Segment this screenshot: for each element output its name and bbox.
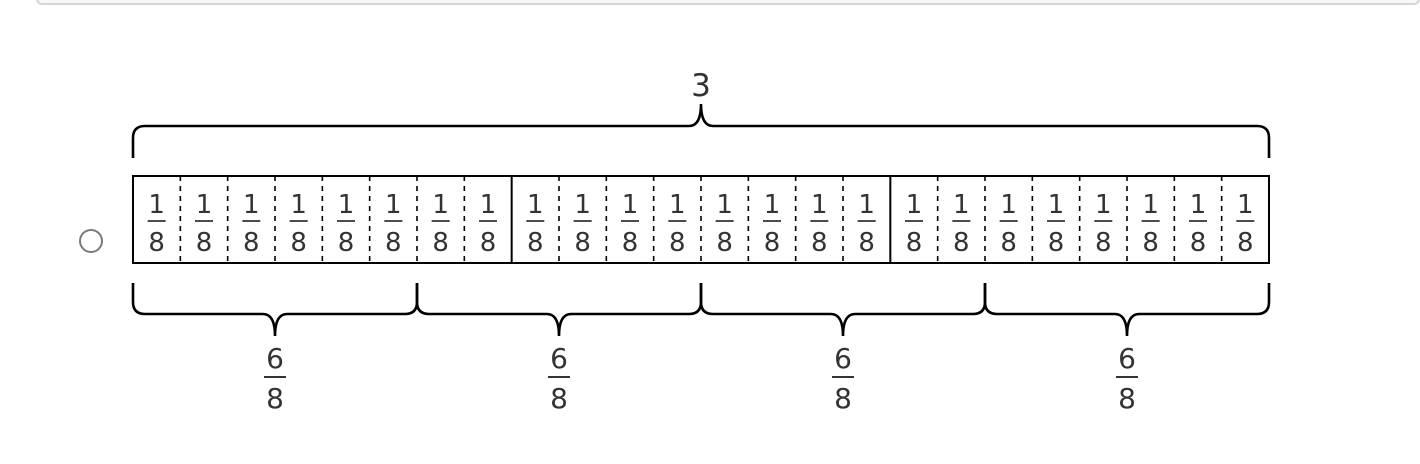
cell-numerator: 1 — [953, 190, 970, 220]
cell-denominator: 8 — [716, 228, 733, 258]
cell-fraction: 18 — [621, 190, 639, 258]
cell-numerator: 1 — [906, 190, 923, 220]
cell-fraction: 18 — [857, 190, 876, 258]
total-label: 3 — [691, 68, 711, 104]
cell-numerator: 1 — [669, 190, 686, 220]
cell-fraction: 18 — [1189, 190, 1207, 258]
group-brace-path — [983, 283, 1271, 337]
cell-numerator: 1 — [527, 190, 544, 220]
group-denominator: 8 — [1118, 382, 1136, 415]
cell-denominator: 8 — [338, 228, 355, 258]
cell-denominator: 8 — [432, 228, 449, 258]
tape-strip: 1818181818181818181818181818181818181818… — [132, 175, 1270, 264]
cell-fraction: 18 — [1236, 190, 1255, 258]
answer-option-radio[interactable] — [79, 229, 103, 253]
cell-denominator: 8 — [811, 228, 828, 258]
cell-fraction: 18 — [289, 190, 308, 258]
group-brace: 68 — [415, 283, 703, 415]
cell-fraction: 18 — [337, 190, 355, 258]
cell-fraction: 18 — [1047, 190, 1065, 258]
cell-denominator: 8 — [1190, 228, 1207, 258]
group-numerator: 6 — [550, 342, 568, 375]
cell-numerator: 1 — [480, 190, 497, 220]
cell-numerator: 1 — [1142, 190, 1159, 220]
cell-fraction: 18 — [763, 190, 781, 258]
group-denominator: 8 — [834, 382, 852, 415]
cell-numerator: 1 — [148, 190, 165, 220]
cell-numerator: 1 — [1237, 190, 1254, 220]
cell-denominator: 8 — [1237, 228, 1254, 258]
top-brace — [131, 103, 1271, 158]
cell-numerator: 1 — [1190, 190, 1207, 220]
cell-numerator: 1 — [432, 190, 449, 220]
cell-denominator: 8 — [764, 228, 781, 258]
group-numerator: 6 — [266, 342, 284, 375]
cell-denominator: 8 — [527, 228, 544, 258]
cell-fraction: 18 — [668, 190, 687, 258]
cell-numerator: 1 — [811, 190, 828, 220]
cell-numerator: 1 — [243, 190, 260, 220]
cell-numerator: 1 — [1048, 190, 1065, 220]
cell-numerator: 1 — [1095, 190, 1112, 220]
cell-numerator: 1 — [385, 190, 402, 220]
cell-numerator: 1 — [196, 190, 213, 220]
cell-fraction: 18 — [147, 190, 166, 258]
cell-denominator: 8 — [858, 228, 875, 258]
cell-fraction: 18 — [1141, 190, 1160, 258]
cell-denominator: 8 — [480, 228, 497, 258]
cell-fraction: 18 — [952, 190, 971, 258]
cell-numerator: 1 — [858, 190, 875, 220]
cell-numerator: 1 — [1000, 190, 1017, 220]
group-brace: 68 — [983, 283, 1271, 415]
cell-numerator: 1 — [716, 190, 733, 220]
cell-denominator: 8 — [290, 228, 307, 258]
cell-denominator: 8 — [385, 228, 402, 258]
cell-numerator: 1 — [574, 190, 591, 220]
group-numerator: 6 — [1118, 342, 1136, 375]
cell-denominator: 8 — [1142, 228, 1159, 258]
cell-numerator: 1 — [622, 190, 639, 220]
cell-fraction: 18 — [573, 190, 592, 258]
group-numerator: 6 — [834, 342, 852, 375]
cell-fraction: 18 — [195, 190, 213, 258]
group-denominator: 8 — [550, 382, 568, 415]
cell-fraction: 18 — [905, 190, 923, 258]
cell-fraction: 18 — [242, 190, 261, 258]
cell-denominator: 8 — [574, 228, 591, 258]
cell-fraction: 18 — [810, 190, 829, 258]
cell-denominator: 8 — [906, 228, 923, 258]
group-brace: 68 — [131, 283, 419, 415]
group-brace-path — [699, 283, 987, 337]
cell-denominator: 8 — [622, 228, 639, 258]
group-brace: 68 — [699, 283, 987, 415]
cell-denominator: 8 — [1000, 228, 1017, 258]
cell-fraction: 18 — [999, 190, 1018, 258]
cell-denominator: 8 — [196, 228, 213, 258]
cell-denominator: 8 — [1095, 228, 1112, 258]
cell-numerator: 1 — [764, 190, 781, 220]
cell-denominator: 8 — [1048, 228, 1065, 258]
cell-denominator: 8 — [669, 228, 686, 258]
cell-denominator: 8 — [148, 228, 165, 258]
cell-fraction: 18 — [715, 190, 734, 258]
cell-fraction: 18 — [384, 190, 403, 258]
group-denominator: 8 — [266, 382, 284, 415]
top-brace-path — [131, 103, 1271, 158]
cell-fraction: 18 — [1094, 190, 1113, 258]
cell-denominator: 8 — [243, 228, 260, 258]
cell-numerator: 1 — [338, 190, 355, 220]
cell-numerator: 1 — [290, 190, 307, 220]
cell-fraction: 18 — [479, 190, 497, 258]
cell-fraction: 18 — [431, 190, 450, 258]
cell-denominator: 8 — [953, 228, 970, 258]
group-brace-path — [415, 283, 703, 337]
group-brace-path — [131, 283, 419, 337]
cell-fraction: 18 — [526, 190, 545, 258]
